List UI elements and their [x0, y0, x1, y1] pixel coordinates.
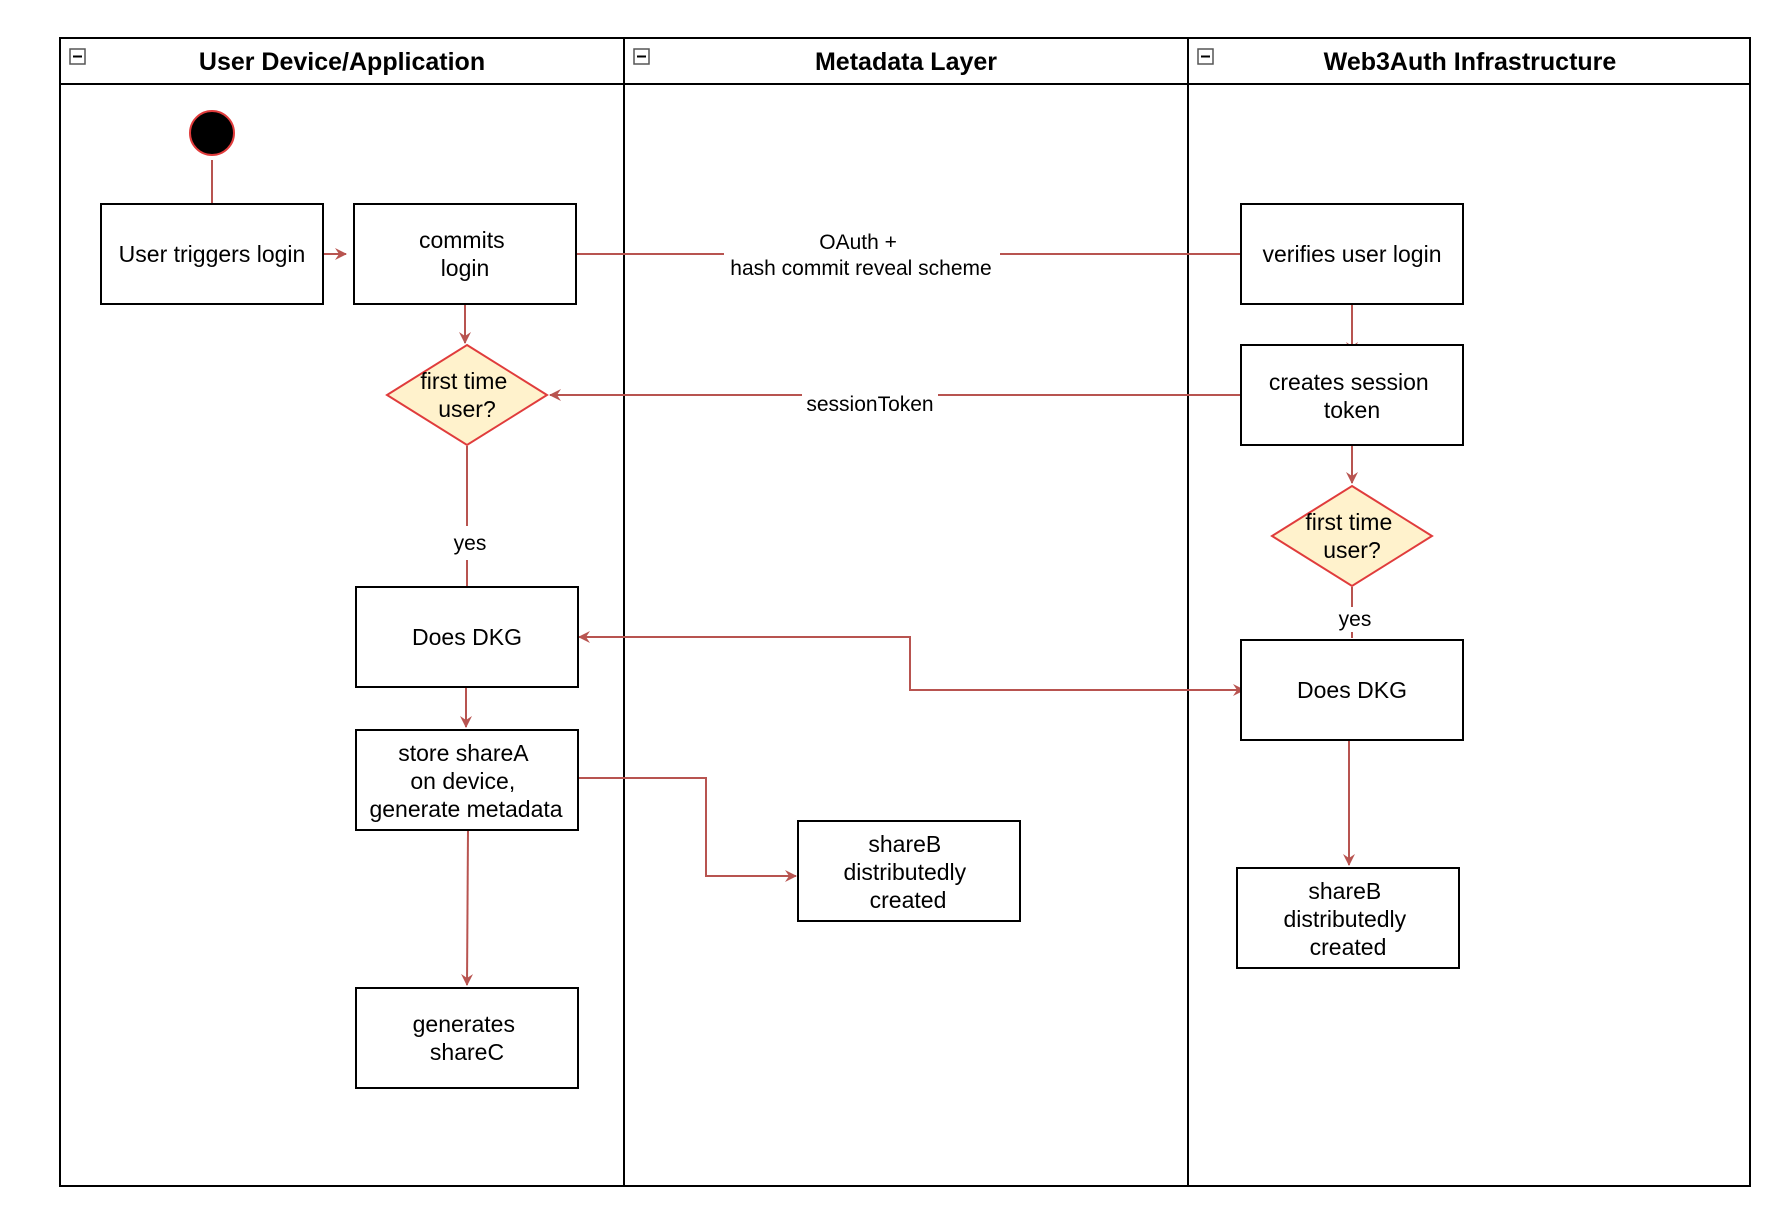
edge-store-to-sharec	[461, 829, 474, 986]
edge-label-yes-right: yes	[1339, 608, 1372, 631]
node-first-time-user-left[interactable]	[385, 343, 549, 447]
node-verifies-user-login-text: verifies user login	[1263, 241, 1442, 267]
node-share-b-right-text: shareB distributedly created	[1283, 878, 1412, 960]
node-user-triggers-login-text: User triggers login	[119, 241, 306, 267]
edge-label-session-token: sessionToken	[806, 393, 933, 416]
edge-label-yes-left: yes	[454, 532, 487, 555]
node-does-dkg-left-text: Does DKG	[412, 624, 522, 650]
node-commits-login[interactable]	[353, 203, 577, 305]
node-share-b-right[interactable]	[1236, 867, 1460, 969]
lane-collapse-icon[interactable]	[1197, 48, 1214, 65]
node-does-dkg-right-text: Does DKG	[1297, 677, 1407, 703]
node-store-share-a-text: store shareA on device, generate metadat…	[369, 740, 562, 822]
node-does-dkg-left[interactable]	[355, 586, 579, 688]
lane-collapse-icon[interactable]	[633, 48, 650, 65]
edge-dkg-bidirectional	[578, 631, 1244, 691]
lane-collapse-icon[interactable]	[69, 48, 86, 65]
node-first-time-user-right[interactable]	[1270, 484, 1434, 588]
edges	[211, 160, 1358, 986]
node-creates-session-token-text: creates session token	[1269, 369, 1435, 423]
node-generates-share-c[interactable]	[355, 987, 579, 1089]
start-node	[189, 110, 235, 156]
node-creates-session-token[interactable]	[1240, 344, 1464, 446]
edge-store-to-shareb	[578, 777, 797, 882]
node-user-triggers-login[interactable]	[100, 203, 324, 305]
node-store-share-a[interactable]	[355, 729, 579, 831]
node-first-time-user-right-text: first time user?	[1305, 509, 1398, 563]
edge-label-oauth: OAuth + hash commit reveal scheme	[730, 231, 991, 280]
node-generates-share-c-text: generates shareC	[413, 1011, 522, 1065]
node-share-b-middle-text: shareB distributedly created	[843, 831, 972, 913]
lane-title-user-device: User Device/Application	[199, 48, 485, 76]
node-share-b-middle[interactable]	[797, 820, 1021, 922]
lane-title-web3auth-infrastructure: Web3Auth Infrastructure	[1324, 48, 1617, 76]
swimlane-frame	[59, 37, 1751, 1187]
lane-title-metadata-layer: Metadata Layer	[815, 48, 997, 76]
node-first-time-user-left-text: first time user?	[420, 368, 513, 422]
node-verifies-user-login[interactable]	[1240, 203, 1464, 305]
node-commits-login-text: commits login	[419, 227, 511, 281]
node-does-dkg-right[interactable]	[1240, 639, 1464, 741]
